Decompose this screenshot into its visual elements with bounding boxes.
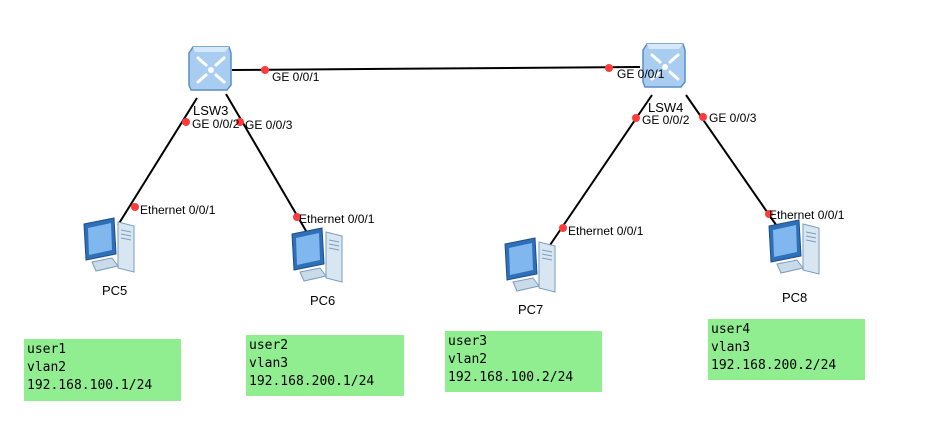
port-label-pc6-eth: Ethernet 0/0/1 xyxy=(299,212,375,226)
port-dot-pc7-eth xyxy=(559,224,567,232)
port-dot-pc8-eth xyxy=(765,210,773,218)
note-user2: user2 vlan3 192.168.200.1/24 xyxy=(246,335,404,396)
port-dot-lsw4-ge001 xyxy=(605,64,613,72)
port-dot-pc6-eth xyxy=(293,213,301,221)
note-user: user2 xyxy=(249,338,289,353)
link-lsw3-pc6 xyxy=(225,93,310,237)
note-user3: user3 vlan2 192.168.100.2/24 xyxy=(445,331,602,392)
port-dot-lsw3-ge001 xyxy=(261,66,269,74)
note-ip: 192.168.200.2/24 xyxy=(711,358,837,373)
port-label-lsw3-ge003: GE 0/0/3 xyxy=(245,118,293,132)
device-label-pc6: PC6 xyxy=(310,293,336,308)
port-label-pc8-eth: Ethernet 0/0/1 xyxy=(769,208,845,222)
pc-icon[interactable] xyxy=(286,226,350,286)
port-dot-lsw3-ge003 xyxy=(236,118,244,126)
note-ip: 192.168.100.2/24 xyxy=(448,370,574,385)
port-label-lsw4-ge003: GE 0/0/3 xyxy=(709,111,757,125)
note-user: user1 xyxy=(27,342,67,357)
note-ip: 192.168.200.1/24 xyxy=(249,374,375,389)
note-vlan: vlan3 xyxy=(711,340,751,355)
note-ip: 192.168.100.1/24 xyxy=(27,378,153,393)
port-dot-lsw3-ge002 xyxy=(182,118,190,126)
switch-icon[interactable] xyxy=(641,40,689,90)
note-vlan: vlan2 xyxy=(448,352,488,367)
note-user: user4 xyxy=(711,322,751,337)
port-label-lsw4-ge002: GE 0/0/2 xyxy=(642,113,690,127)
note-vlan: vlan3 xyxy=(249,356,289,371)
pc-icon[interactable] xyxy=(78,216,142,276)
note-user: user3 xyxy=(448,334,488,349)
link-lsw3-lsw4 xyxy=(231,66,641,71)
pc-icon[interactable] xyxy=(763,218,827,278)
port-dot-lsw4-ge003 xyxy=(699,113,707,121)
device-label-lsw3: LSW3 xyxy=(193,103,229,118)
note-vlan: vlan2 xyxy=(27,360,67,375)
device-label-lsw4: LSW4 xyxy=(648,100,684,115)
port-label-lsw3-ge002: GE 0/0/2 xyxy=(192,117,240,131)
device-label-pc8: PC8 xyxy=(782,290,808,305)
note-user4: user4 vlan3 192.168.200.2/24 xyxy=(708,319,865,380)
note-user1: user1 vlan2 192.168.100.1/24 xyxy=(24,339,181,401)
port-label-pc7-eth: Ethernet 0/0/1 xyxy=(568,224,644,238)
port-dot-lsw4-ge002 xyxy=(632,114,640,122)
port-label-lsw4-ge001: GE 0/0/1 xyxy=(617,67,665,81)
device-label-pc7: PC7 xyxy=(518,302,544,317)
port-label-lsw3-ge001: GE 0/0/1 xyxy=(272,70,320,84)
port-label-pc5-eth: Ethernet 0/0/1 xyxy=(140,203,216,217)
switch-icon[interactable] xyxy=(187,43,235,93)
device-label-pc5: PC5 xyxy=(102,283,128,298)
pc-icon[interactable] xyxy=(499,236,563,296)
port-dot-pc5-eth xyxy=(131,203,139,211)
